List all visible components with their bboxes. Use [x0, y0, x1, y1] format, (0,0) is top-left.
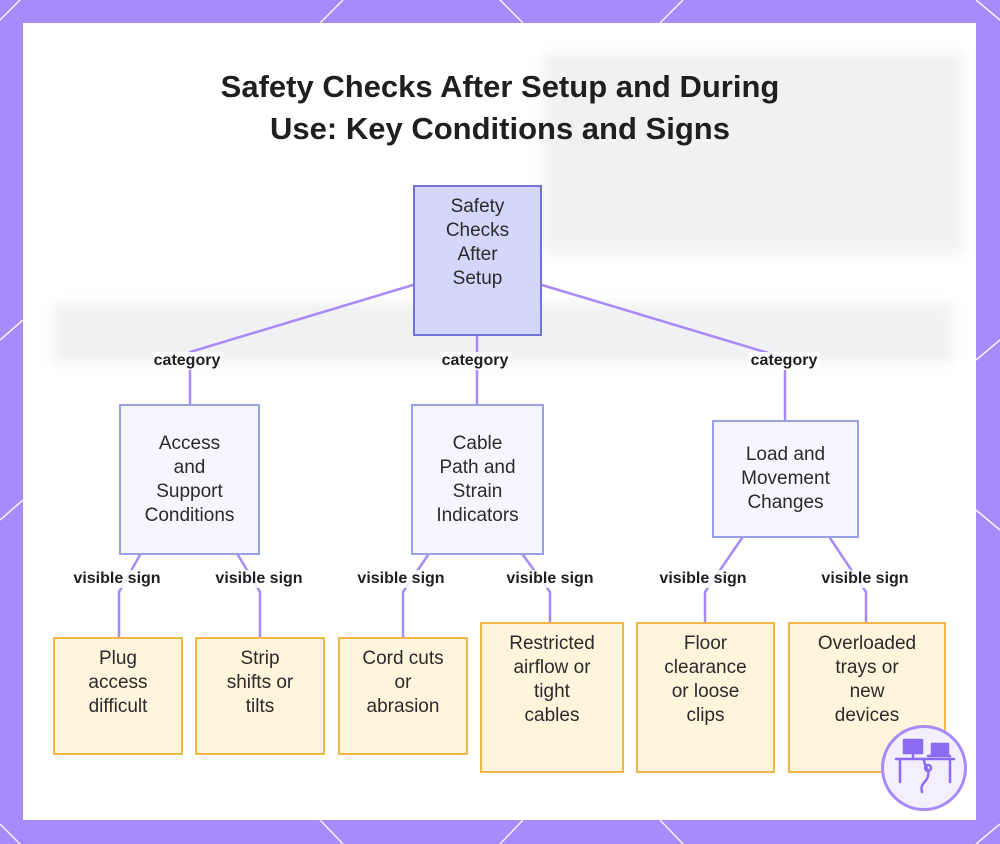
edge-root-cat1 — [188, 283, 415, 406]
leaf-node-floor-clearance: Floor clearance or loose clips — [636, 622, 775, 773]
leaf-node-restricted-airflow: Restricted airflow or tight cables — [480, 622, 624, 773]
edge-label-sign-5: visible sign — [657, 570, 749, 588]
title-line-1: Safety Checks After Setup and During — [220, 69, 780, 104]
edge-label-sign-3: visible sign — [355, 570, 447, 588]
root-node-label: Safety Checks After Setup — [445, 196, 510, 289]
edge-cat3-leaf1 — [703, 536, 744, 624]
category-node-access: Access and Support Conditions — [119, 404, 260, 555]
edge-cat1-leaf2 — [236, 553, 262, 639]
leaf-label-strip-shifts: Strip shifts or tilts — [226, 648, 294, 717]
leaf-label-floor-clearance: Floor clearance or loose clips — [664, 633, 747, 726]
leaf-node-cord-cuts: Cord cuts or abrasion — [338, 637, 468, 755]
category-label-access: Access and Support Conditions — [144, 432, 235, 526]
background-band-right — [543, 53, 963, 253]
category-node-cable-path: Cable Path and Strain Indicators — [411, 404, 544, 555]
root-node: Safety Checks After Setup — [413, 185, 542, 336]
category-label-load: Load and Movement Changes — [741, 444, 830, 513]
edge-cat2-leaf1 — [401, 553, 430, 639]
edge-label-sign-1: visible sign — [71, 570, 163, 588]
title-line-2: Use: Key Conditions and Signs — [270, 111, 730, 146]
category-label-cable-path: Cable Path and Strain Indicators — [436, 432, 519, 526]
edge-cat1-leaf1 — [117, 553, 142, 639]
leaf-label-plug-access: Plug access difficult — [88, 648, 148, 717]
edge-label-category-3: category — [748, 352, 820, 370]
diagram-title: Safety Checks After Setup and During Use… — [0, 66, 1000, 150]
leaf-label-cord-cuts: Cord cuts or abrasion — [362, 648, 444, 717]
edge-label-category-1: category — [151, 352, 223, 370]
edge-label-sign-4: visible sign — [504, 570, 596, 588]
desk-computer-cable-icon — [894, 738, 956, 794]
edge-label-sign-2: visible sign — [213, 570, 305, 588]
edge-cat2-leaf2 — [521, 553, 552, 624]
edge-cat3-leaf2 — [828, 536, 868, 624]
leaf-label-overloaded-trays: Overloaded trays or new devices — [817, 633, 917, 726]
edge-label-sign-6: visible sign — [819, 570, 911, 588]
edge-label-category-2: category — [439, 352, 511, 370]
category-node-load: Load and Movement Changes — [712, 420, 859, 538]
leaf-label-restricted-airflow: Restricted airflow or tight cables — [509, 633, 595, 726]
leaf-node-plug-access: Plug access difficult — [53, 637, 183, 755]
leaf-node-strip-shifts: Strip shifts or tilts — [195, 637, 325, 755]
brand-logo — [881, 725, 967, 811]
